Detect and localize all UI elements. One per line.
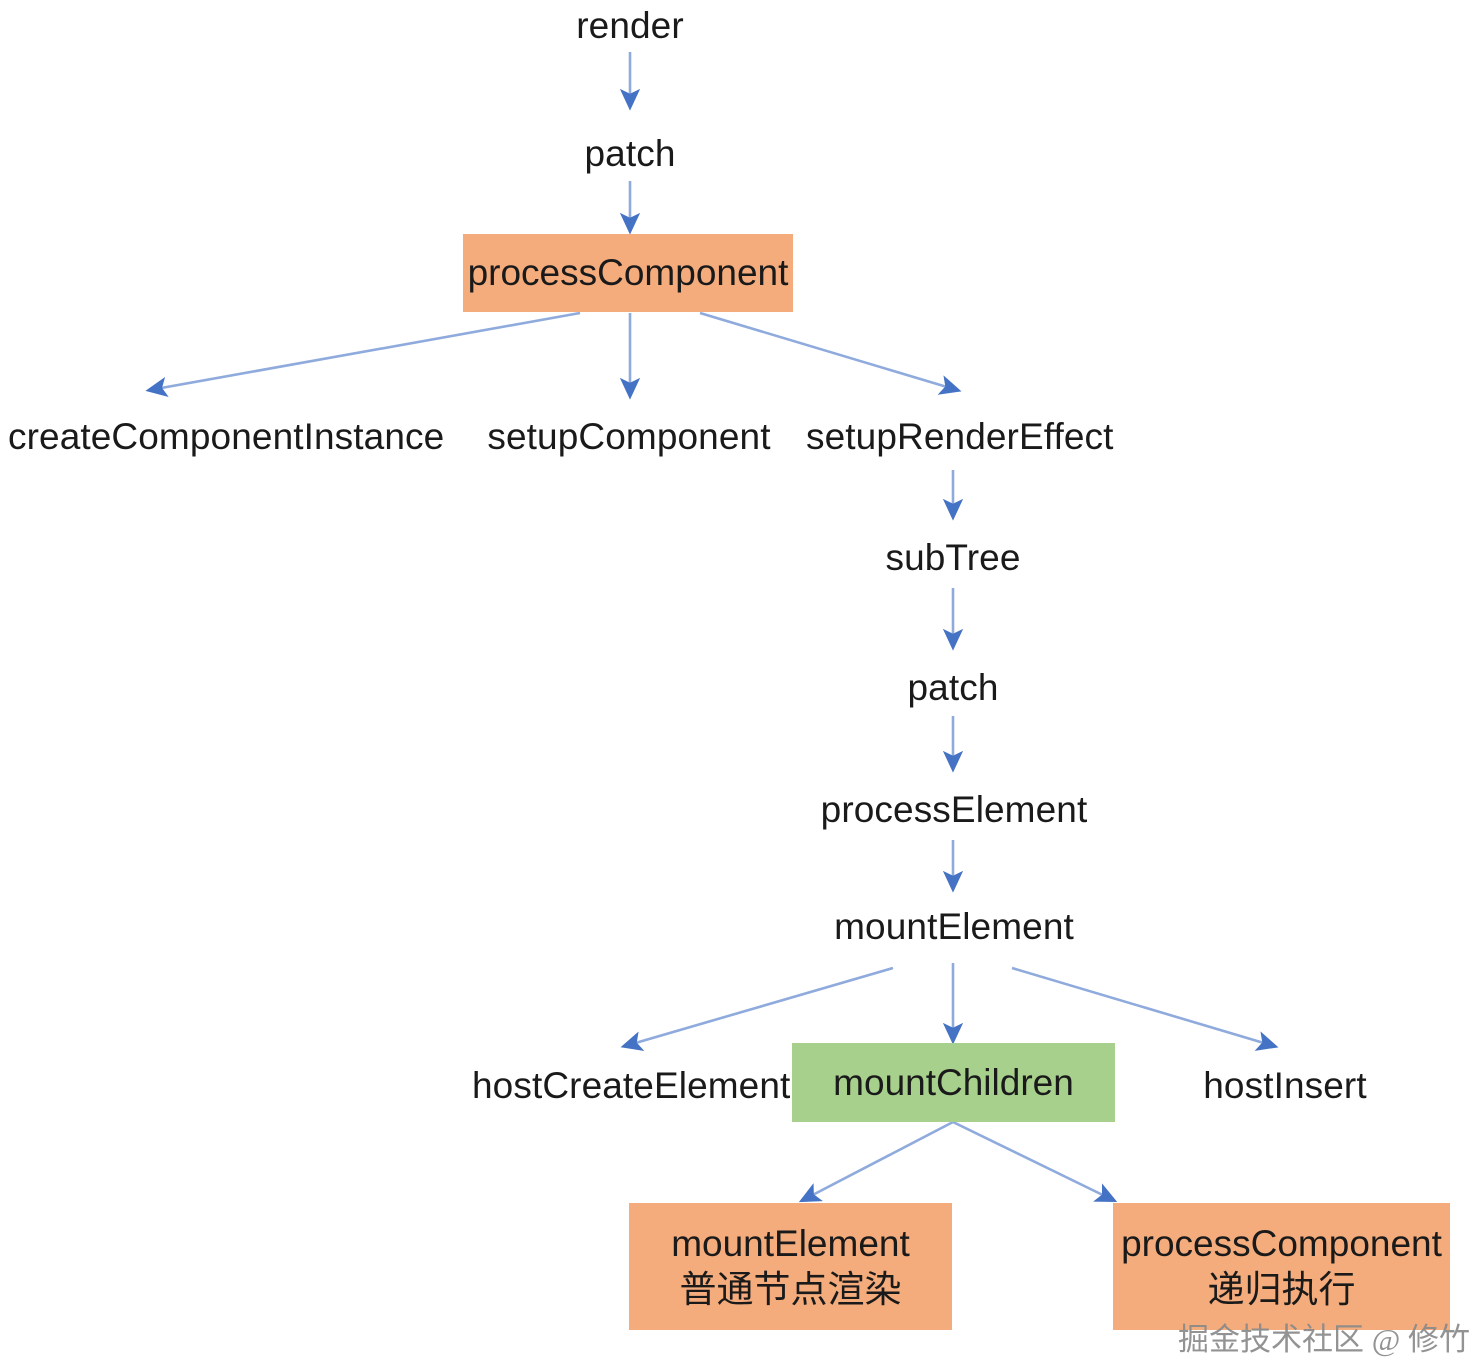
node-mount-children: mountChildren bbox=[792, 1043, 1115, 1122]
node-mount-element-leaf: mountElement 普通节点渲染 bbox=[629, 1203, 952, 1330]
node-setup-render-effect: setupRenderEffect bbox=[806, 413, 1114, 461]
node-create-component-instance-label: createComponentInstance bbox=[8, 416, 445, 458]
node-render-label: render bbox=[576, 5, 684, 47]
node-process-component-leaf-label: processComponent bbox=[1121, 1223, 1442, 1265]
node-host-create-element: hostCreateElement bbox=[472, 1062, 791, 1110]
edge-mountchildren-processcomponent-leaf bbox=[952, 1120, 1118, 1203]
node-create-component-instance: createComponentInstance bbox=[8, 413, 445, 461]
node-process-component: processComponent bbox=[463, 234, 793, 312]
node-setup-render-effect-label: setupRenderEffect bbox=[806, 416, 1114, 458]
node-patch-2: patch bbox=[867, 664, 1039, 712]
node-mount-element-label: mountElement bbox=[834, 906, 1074, 948]
node-render: render bbox=[528, 2, 732, 50]
watermark: 掘金技术社区 @ 修竹 bbox=[1178, 1322, 1471, 1357]
node-process-component-label: processComponent bbox=[467, 252, 789, 294]
node-mount-children-label: mountChildren bbox=[833, 1061, 1074, 1103]
node-mount-element-leaf-sublabel: 普通节点渲染 bbox=[679, 1268, 902, 1310]
node-process-element: processElement bbox=[806, 786, 1102, 834]
node-host-insert: hostInsert bbox=[1200, 1062, 1370, 1110]
node-setup-component-label: setupComponent bbox=[487, 416, 771, 458]
node-patch-1: patch bbox=[544, 130, 716, 178]
edge-processcomponent-createcomponentinstance bbox=[145, 311, 581, 397]
node-subtree: subTree bbox=[855, 534, 1051, 582]
node-process-element-label: processElement bbox=[820, 789, 1088, 831]
node-patch-2-label: patch bbox=[907, 667, 999, 709]
edge-processcomponent-setuprendereffect bbox=[699, 311, 962, 395]
edge-mountelement-hostinsert bbox=[1011, 966, 1279, 1051]
node-mount-element-leaf-label: mountElement bbox=[671, 1223, 910, 1265]
node-process-component-leaf: processComponent 递归执行 bbox=[1113, 1203, 1450, 1330]
edge-mountchildren-mountelement-leaf bbox=[798, 1120, 954, 1203]
node-mount-element: mountElement bbox=[814, 903, 1094, 951]
node-setup-component: setupComponent bbox=[484, 413, 774, 461]
node-patch-1-label: patch bbox=[584, 133, 676, 175]
node-subtree-label: subTree bbox=[885, 537, 1021, 579]
node-host-create-element-label: hostCreateElement bbox=[472, 1065, 791, 1107]
node-process-component-leaf-sublabel: 递归执行 bbox=[1207, 1268, 1356, 1310]
node-host-insert-label: hostInsert bbox=[1203, 1065, 1367, 1107]
edge-mountelement-hostcreateelement bbox=[620, 966, 894, 1051]
